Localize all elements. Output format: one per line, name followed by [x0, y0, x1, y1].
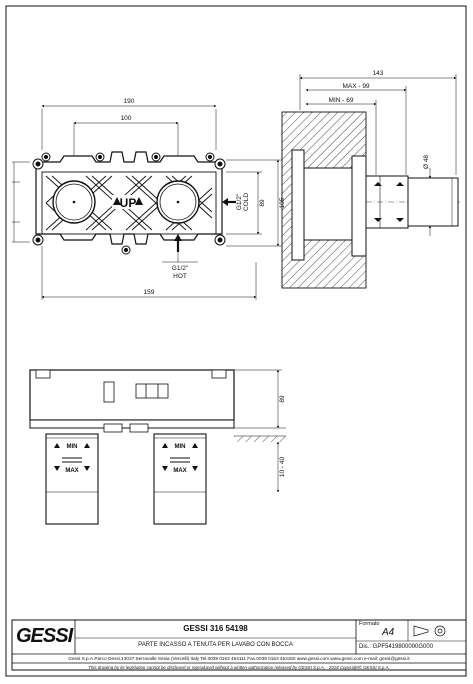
hot-label-2: HOT — [173, 273, 187, 280]
side-flange — [291, 149, 305, 261]
front-body — [29, 369, 235, 421]
top-view: 190 100 UP — [12, 98, 286, 300]
up-label: UP — [120, 196, 137, 210]
left-sleeve-max: MAX — [65, 468, 78, 474]
sheet-frame — [5, 5, 467, 677]
company-address: Gessi S.p.A.Parco Gessi,13037 Serravalle… — [68, 656, 410, 661]
product-description: PARTE INCASSO A TENUTA PER LAVABO CON BO… — [138, 642, 293, 648]
front-view: 89 10 - 40 MIN MAX MIN MAX — [29, 369, 286, 525]
mounting-holes — [32, 152, 226, 255]
cold-label-1: G1/2" — [236, 193, 243, 210]
up-arrow-left-icon — [113, 197, 121, 205]
left-sleeve-min: MIN — [67, 444, 78, 450]
dim-143: 143 — [373, 70, 384, 77]
right-sleeve-min: MIN — [175, 444, 186, 450]
drawing-number: Dis.: GPF5419800000G000 — [359, 644, 434, 650]
dim-max: MAX - 99 — [342, 83, 369, 90]
side-ticks — [12, 161, 30, 243]
valve-body — [41, 171, 217, 235]
product-code: GESSI 316 54198 — [183, 624, 248, 633]
up-arrow-right-icon — [135, 197, 143, 205]
title-block — [11, 619, 467, 671]
dim-dia: Ø 48 — [423, 155, 430, 169]
side-body — [303, 167, 353, 241]
brand-logo: GESSI — [16, 625, 73, 647]
dim-range: 10 - 40 — [279, 457, 286, 478]
copyright-note: This drawing by its legislation cannot b… — [88, 665, 390, 670]
hot-label-1: G1/2" — [172, 265, 189, 272]
side-spout — [407, 177, 459, 227]
cold-label-2: COLD — [243, 193, 250, 211]
dim-min: MIN - 69 — [329, 97, 354, 104]
formato-label: Formato — [359, 621, 380, 627]
dim-89-top: 89 — [259, 199, 266, 207]
side-view: 143 MAX - 99 MIN - 69 Ø 48 — [281, 70, 462, 289]
right-sleeve — [153, 433, 207, 525]
dim-159: 159 — [144, 289, 155, 296]
dim-190: 190 — [124, 98, 135, 105]
right-sleeve-max: MAX — [173, 468, 186, 474]
formato-value: A4 — [382, 627, 395, 638]
dim-100: 100 — [121, 115, 132, 122]
left-sleeve — [45, 433, 99, 525]
dim-89-front: 89 — [279, 395, 286, 403]
